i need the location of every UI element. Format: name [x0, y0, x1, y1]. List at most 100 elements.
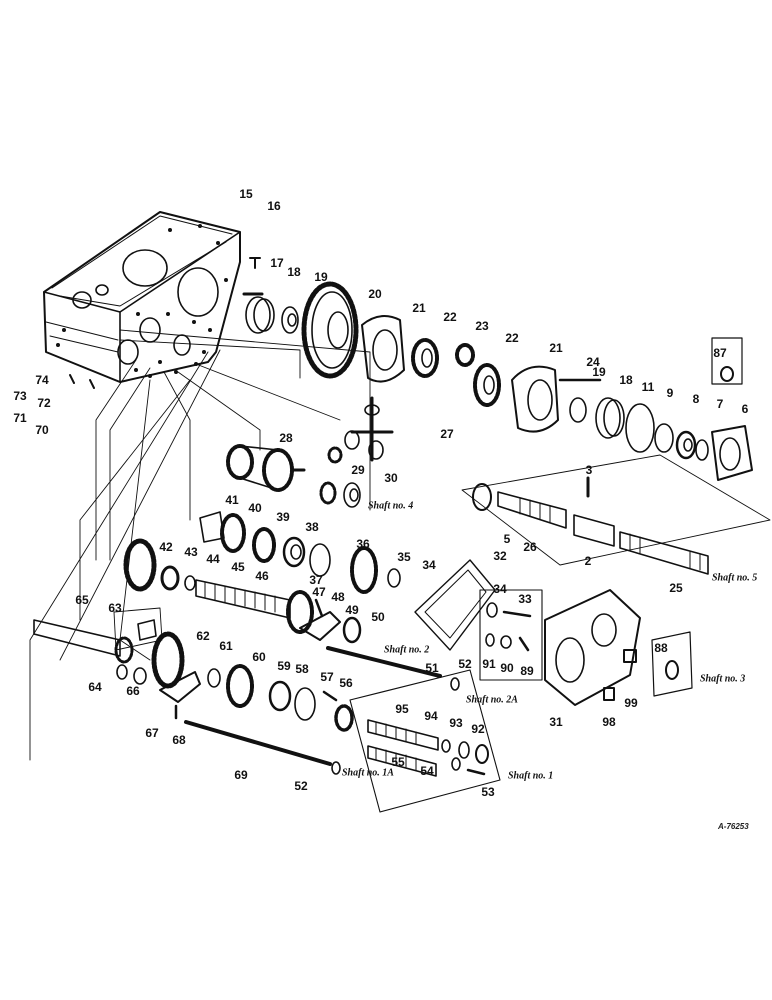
housing-31: [544, 589, 641, 706]
inset-box-87: [711, 337, 743, 385]
shaft-label-2: Shaft no. 2: [384, 644, 430, 656]
transmission-case: [43, 211, 241, 389]
callout-40: 40: [248, 501, 262, 515]
callout-55: 55: [391, 755, 405, 769]
callout-42: 42: [159, 540, 173, 554]
shaft-label-4: Shaft no. 4: [368, 500, 414, 512]
callout-22b: 22: [505, 331, 519, 345]
ring-64: [116, 664, 128, 680]
splined-shaft-45: [195, 579, 291, 619]
differential-spider-27: [327, 396, 394, 464]
callout-34: 34: [422, 558, 436, 572]
washer-52a: [450, 677, 460, 691]
ring-5: [472, 483, 492, 511]
shift-fork-67: [159, 671, 201, 703]
shaft-25: [619, 531, 709, 575]
callout-61: 61: [219, 639, 233, 653]
callout-8: 8: [692, 392, 700, 406]
gear-56: [334, 704, 354, 732]
ring-gear-20: [301, 281, 359, 379]
callout-48: 48: [331, 590, 345, 604]
callout-62: 62: [196, 629, 210, 643]
callout-27: 27: [440, 427, 454, 441]
callout-99: 99: [624, 696, 638, 710]
bolt-16: [249, 257, 261, 269]
shaft-5-bracket: [461, 454, 771, 566]
side-gear-22a: [411, 338, 439, 378]
callout-19: 19: [314, 270, 328, 284]
differential-case-21a: [361, 315, 405, 383]
callout-54: 54: [420, 764, 434, 778]
gear-46: [286, 590, 314, 634]
gear-60: [226, 664, 254, 708]
callout-37: 37: [309, 573, 323, 587]
callout-26: 26: [523, 540, 537, 554]
bearing-49: [342, 616, 362, 644]
inset-box-88: [651, 631, 693, 697]
figure-id: A-76253: [718, 822, 749, 831]
callout-28: 28: [279, 431, 293, 445]
bearing-59: [268, 680, 292, 712]
callout-60: 60: [252, 650, 266, 664]
shaft-label-1: Shaft no. 1: [508, 770, 554, 782]
callout-15: 15: [239, 187, 253, 201]
washer-35: [387, 568, 401, 588]
callout-24: 24: [586, 355, 600, 369]
callout-51: 51: [425, 661, 439, 675]
differential-case-21b: [511, 365, 559, 433]
callout-56: 56: [339, 676, 353, 690]
bearing-cup-18: [245, 296, 275, 334]
ring-58: [294, 687, 316, 721]
callout-71: 71: [13, 411, 27, 425]
callout-90: 90: [500, 661, 514, 675]
callout-93: 93: [449, 716, 463, 730]
pin-57: [322, 690, 338, 702]
callout-30: 30: [384, 471, 398, 485]
inset-box-bolts: [479, 589, 543, 681]
gear-29: [319, 481, 337, 505]
bearing-43: [160, 565, 180, 591]
callout-45: 45: [231, 560, 245, 574]
shaft-label-2a: Shaft no. 2A: [466, 694, 518, 706]
sleeve-2: [573, 514, 615, 547]
callout-69: 69: [234, 768, 248, 782]
callout-21: 21: [412, 301, 426, 315]
callout-72: 72: [37, 396, 51, 410]
callout-36: 36: [356, 537, 370, 551]
gear-40: [220, 513, 246, 553]
callout-19b: 19: [592, 365, 606, 379]
callout-43: 43: [184, 545, 198, 559]
callout-5: 5: [503, 532, 511, 546]
ring-61: [207, 668, 221, 688]
bearing-38: [282, 536, 306, 568]
bearing-cup-18b: [595, 397, 625, 439]
callout-47: 47: [312, 585, 326, 599]
callout-3: 3: [585, 463, 593, 477]
callout-17: 17: [270, 256, 284, 270]
callout-2: 2: [584, 554, 592, 568]
callout-52: 52: [458, 657, 472, 671]
callout-6: 6: [741, 402, 749, 416]
gear-62: [151, 631, 185, 689]
shaft-label-5: Shaft no. 5: [712, 572, 758, 584]
callout-50: 50: [371, 610, 385, 624]
callout-58: 58: [295, 662, 309, 676]
gear-42: [123, 538, 157, 592]
plug-99: [623, 649, 637, 663]
gasket-32-inner: [424, 569, 487, 639]
bearing-cone-19: [281, 306, 299, 334]
callout-95: 95: [395, 702, 409, 716]
callout-32: 32: [493, 549, 507, 563]
pinion-gear-23: [455, 343, 475, 367]
shaft-label-1a: Shaft no. 1A: [342, 767, 394, 779]
shaft-label-3: Shaft no. 3: [700, 673, 746, 685]
callout-57: 57: [320, 670, 334, 684]
shaft-1-box: [349, 669, 501, 813]
shift-fork-48: [299, 611, 341, 641]
callout-18: 18: [287, 265, 301, 279]
callout-9: 9: [666, 386, 674, 400]
bearing-cover-6: [711, 425, 753, 481]
cluster-gear-28: [226, 444, 306, 492]
callout-25: 25: [669, 581, 683, 595]
